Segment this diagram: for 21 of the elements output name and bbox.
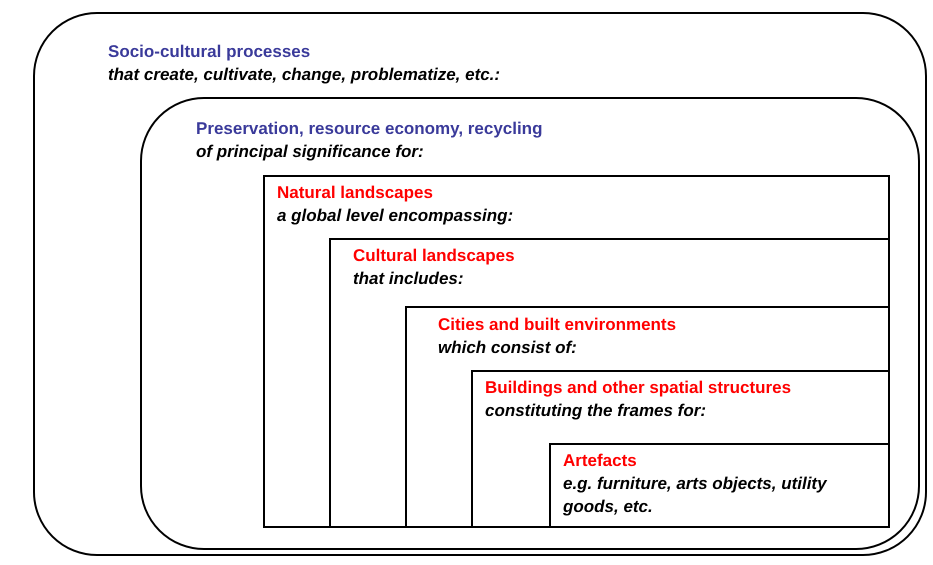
subtitle: that includes: <box>353 268 465 290</box>
subtitle: that create, cultivate, change, problematize, etc.: <box>108 64 500 86</box>
heading: Cultural landscapes <box>353 245 515 267</box>
heading: Preservation, resource economy, recycling <box>196 118 542 140</box>
nested-box <box>329 238 890 528</box>
nested-box <box>405 306 890 528</box>
subtitle: constituting the frames for: <box>485 400 708 422</box>
nested-box <box>471 370 890 528</box>
heading: Buildings and other spatial structures <box>485 377 792 399</box>
nested-box <box>263 175 890 528</box>
heading: Socio-cultural processes <box>108 41 312 63</box>
rounded-frame <box>33 12 927 556</box>
nested-box <box>549 443 890 528</box>
subtitle: e.g. furniture, arts objects, utility goods, etc. <box>563 473 828 518</box>
rounded-frame <box>140 97 920 550</box>
subtitle: which consist of: <box>438 337 578 359</box>
subtitle: a global level encompassing: <box>277 205 514 227</box>
subtitle: of principal significance for: <box>196 141 425 163</box>
heading: Cities and built environments <box>438 314 676 336</box>
heading: Natural landscapes <box>277 182 434 204</box>
heading: Artefacts <box>563 450 638 472</box>
